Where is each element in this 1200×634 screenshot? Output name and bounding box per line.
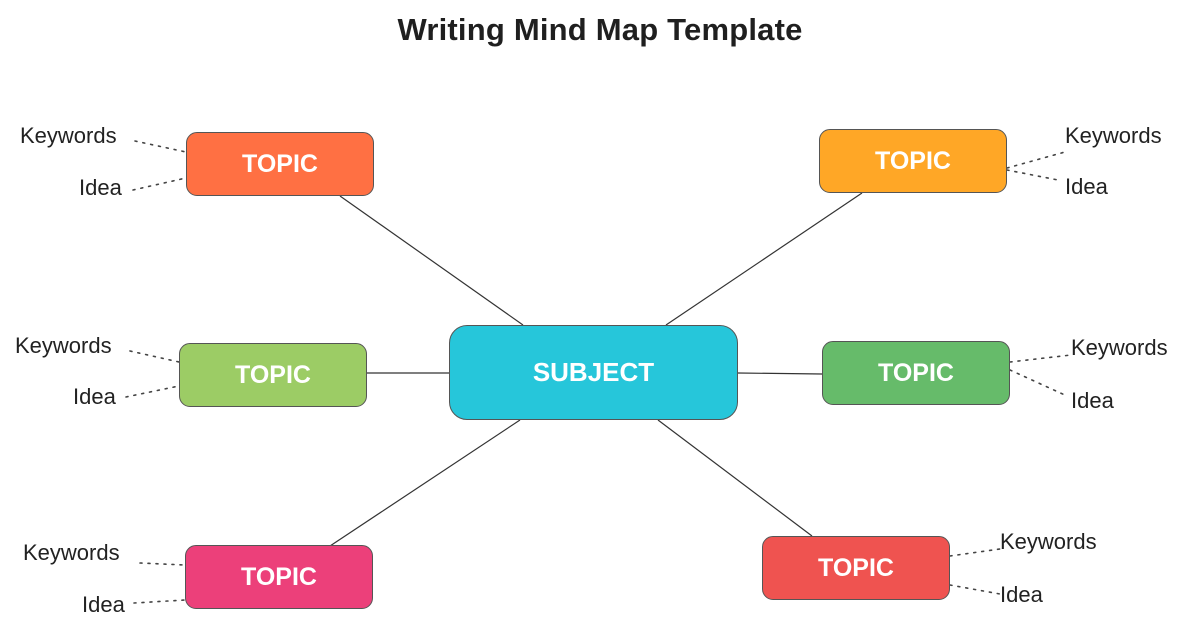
- idea-label-top-left[interactable]: Idea: [79, 175, 122, 200]
- page-title: Writing Mind Map Template: [397, 12, 803, 47]
- topic-node-bottom-left[interactable]: TOPIC: [185, 545, 373, 609]
- topic-label: TOPIC: [235, 360, 311, 389]
- subject-label: SUBJECT: [532, 357, 655, 387]
- dotted-connector-line: [134, 140, 187, 153]
- dotted-connector-line: [125, 385, 180, 398]
- connector-line: [339, 195, 524, 326]
- topic-label: TOPIC: [875, 146, 951, 175]
- topic-node-top-left[interactable]: TOPIC: [186, 132, 374, 196]
- keywords-label-bottom-right[interactable]: Keywords: [1000, 529, 1097, 554]
- idea-label-mid-right[interactable]: Idea: [1071, 388, 1114, 413]
- connector-line: [657, 419, 813, 537]
- idea-label-bottom-right[interactable]: Idea: [1000, 582, 1043, 607]
- topic-node-top-right[interactable]: TOPIC: [819, 129, 1007, 193]
- dotted-connector-line: [139, 562, 186, 566]
- dotted-connector-line: [1006, 151, 1066, 169]
- keywords-label-top-left[interactable]: Keywords: [20, 123, 117, 148]
- connector-line: [665, 192, 863, 326]
- topic-label: TOPIC: [818, 553, 894, 582]
- dotted-connector-line: [1009, 369, 1068, 397]
- dotted-connector-line: [949, 548, 1001, 557]
- keywords-label-mid-left[interactable]: Keywords: [15, 333, 112, 358]
- topic-node-mid-left[interactable]: TOPIC: [179, 343, 367, 407]
- topic-label: TOPIC: [878, 358, 954, 387]
- idea-label-mid-left[interactable]: Idea: [73, 384, 116, 409]
- connector-line: [329, 419, 521, 547]
- dotted-connector-line: [132, 177, 187, 191]
- connector-line: [737, 372, 823, 375]
- dotted-connector-line: [129, 350, 180, 363]
- dotted-connector-line: [949, 584, 1001, 595]
- idea-label-bottom-left[interactable]: Idea: [82, 592, 125, 617]
- subject-node[interactable]: SUBJECT: [449, 325, 738, 420]
- idea-label-top-right[interactable]: Idea: [1065, 174, 1108, 199]
- keywords-label-bottom-left[interactable]: Keywords: [23, 540, 120, 565]
- topic-label: TOPIC: [242, 149, 318, 178]
- dotted-connector-line: [1009, 354, 1072, 363]
- topic-label: TOPIC: [241, 562, 317, 591]
- topic-node-mid-right[interactable]: TOPIC: [822, 341, 1010, 405]
- keywords-label-mid-right[interactable]: Keywords: [1071, 335, 1168, 360]
- dotted-connector-line: [1006, 169, 1059, 181]
- dotted-connector-line: [133, 599, 186, 604]
- keywords-label-top-right[interactable]: Keywords: [1065, 123, 1162, 148]
- topic-node-bottom-right[interactable]: TOPIC: [762, 536, 950, 600]
